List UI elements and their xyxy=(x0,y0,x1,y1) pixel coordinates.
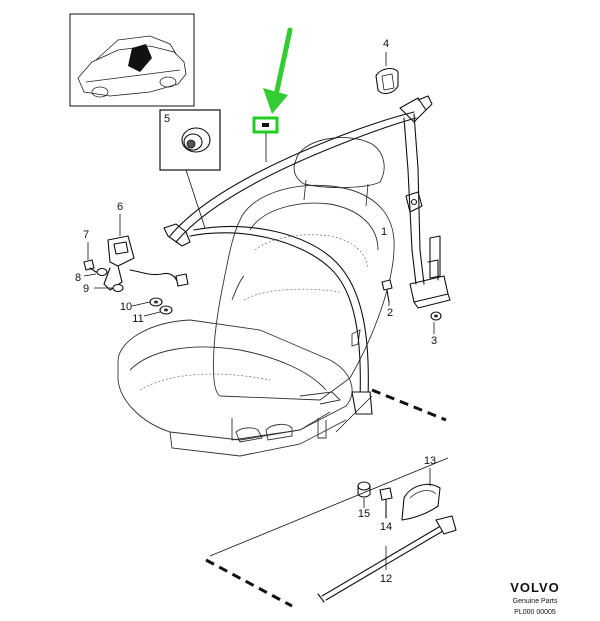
brand-code: PL000 00005 xyxy=(514,609,556,616)
callout-14: 14 xyxy=(380,521,392,533)
part-12-rod xyxy=(317,515,457,603)
callout-15: 15 xyxy=(358,508,370,520)
seat-outline xyxy=(117,137,395,457)
part-7-bolt xyxy=(83,242,97,273)
callout-5: 5 xyxy=(164,113,170,125)
highlight-marker-part xyxy=(252,116,279,162)
callout-10: 10 xyxy=(120,301,132,313)
part-2-bolt xyxy=(381,279,393,306)
part-9-washer xyxy=(94,283,124,293)
belt-guide-upper xyxy=(163,111,417,247)
part-13-bracket xyxy=(401,468,441,521)
lower-assembly-frame xyxy=(205,388,449,608)
bushing-icon xyxy=(181,127,211,153)
green-arrow-icon xyxy=(263,27,293,114)
brand-subtitle: Genuine Parts xyxy=(513,598,558,605)
car-thumbnail-inset xyxy=(69,13,195,107)
seat-belt-webbing xyxy=(189,225,373,415)
part-6-buckle xyxy=(103,214,189,291)
callout-12: 12 xyxy=(380,573,392,585)
callout-11: 11 xyxy=(132,313,143,325)
callout-2: 2 xyxy=(387,307,393,319)
part-5-inset xyxy=(159,109,221,229)
part-14-bolt xyxy=(379,487,393,519)
part-15-cap xyxy=(357,481,371,508)
callout-13: 13 xyxy=(424,455,436,467)
callout-3: 3 xyxy=(431,335,437,347)
callout-1: 1 xyxy=(381,226,387,238)
callout-9: 9 xyxy=(83,283,89,295)
part-8-washer xyxy=(83,267,108,277)
belt-retractor-assembly xyxy=(399,95,451,309)
callout-8: 8 xyxy=(75,272,81,284)
car-thumbnail-icon xyxy=(77,35,187,98)
callout-4: 4 xyxy=(383,38,389,50)
callout-6: 6 xyxy=(117,201,123,213)
part-3-nut xyxy=(430,311,442,334)
callout-7: 7 xyxy=(83,229,89,241)
part-10-nut xyxy=(131,297,163,307)
part-11-nut xyxy=(143,305,173,317)
brand-logo-text: VOLVO xyxy=(510,580,560,595)
part-4-trim-cover xyxy=(375,52,399,95)
